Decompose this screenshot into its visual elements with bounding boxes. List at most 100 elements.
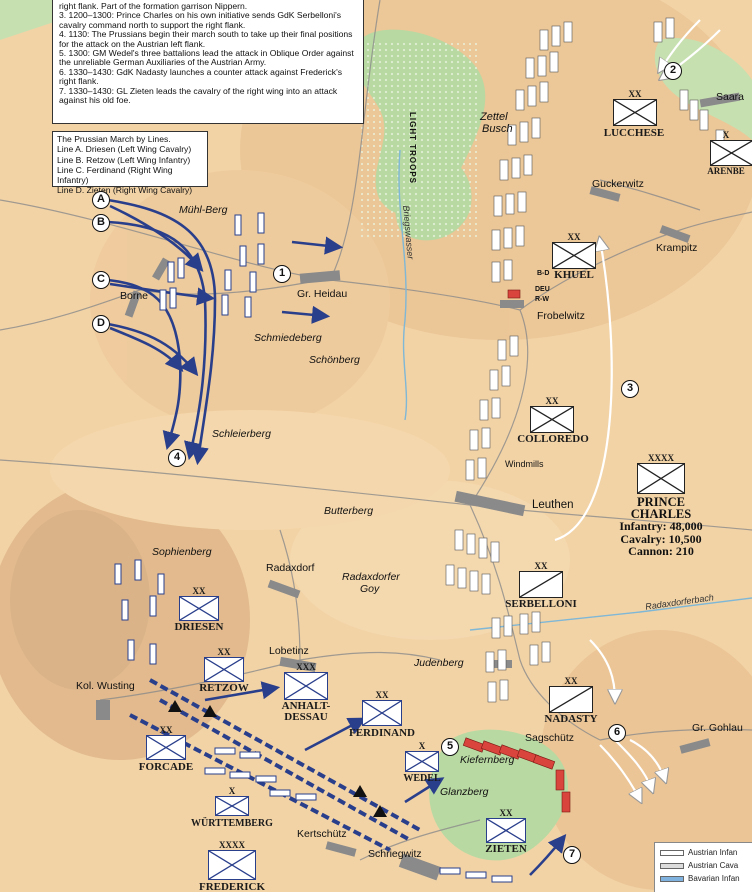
legend-label: Austrian Infan <box>688 848 738 857</box>
villages <box>96 92 741 881</box>
note-line: 6. 1330–1430: GdK Nadasty launches a cou… <box>59 66 343 77</box>
event-marker-4: 4 <box>168 449 186 467</box>
march-lines-title: The Prussian March by Lines. <box>57 134 171 144</box>
unit-symbol-anhalt <box>284 672 328 700</box>
place-sophienberg: Sophienberg <box>152 546 212 558</box>
prince-cannon: Cannon: 210 <box>628 544 694 558</box>
event-marker-1: 1 <box>273 265 291 283</box>
place-krampitz: Krampitz <box>656 242 698 254</box>
label-deu: DEU <box>535 286 550 293</box>
place-goy: Goy <box>360 583 380 595</box>
note-line: the unreliable German Auxiliaries of the… <box>59 57 267 68</box>
place-windmills: Windmills <box>505 459 544 469</box>
note-line: right flank. Part of the formation garri… <box>59 1 248 11</box>
austrian-arrows <box>554 19 721 800</box>
place-judenberg: Judenberg <box>414 657 464 669</box>
place-muhlberg: Mühl-Berg <box>179 204 228 216</box>
place-kertschutz: Kertschütz <box>297 828 347 840</box>
place-zettel: Zettel <box>480 111 508 123</box>
command-frederick: FREDERICK <box>198 881 266 892</box>
echelon-ferdinand: XX <box>375 690 389 700</box>
command-forcade: FORCADE <box>138 761 194 773</box>
legend-item: Austrian Infan <box>660 846 752 859</box>
map-legend: Austrian Infan Austrian Cava Bavarian In… <box>654 842 752 892</box>
prince-name-1: PRINCE <box>637 495 685 509</box>
place-borne: Borne <box>120 290 149 302</box>
label-light-troops: LIGHT TROOPS <box>408 112 417 184</box>
prince-cavalry: Cavalry: 10,500 <box>620 531 702 546</box>
unit-symbol-nadasty <box>549 686 593 713</box>
note-line: 5. 1300: GM Wedel's three battalions lea… <box>59 48 354 59</box>
place-guckerwitz: Guckerwitz <box>592 178 644 190</box>
unit-symbol-frederick <box>208 850 256 880</box>
echelon-forcade: XX <box>159 725 173 735</box>
unit-symbol-wurttemberg <box>215 796 249 816</box>
command-driesen: DRIESEN <box>174 621 224 633</box>
place-kiefernberg: Kiefernberg <box>460 754 515 766</box>
command-retzow: RETZOW <box>199 682 249 694</box>
note-line: against his old foe. <box>59 95 131 106</box>
austrian-line-units <box>445 17 725 703</box>
place-radaxdorfer: Radaxdorfer <box>342 571 400 583</box>
legend-label: Bavarian Infan <box>688 874 740 883</box>
place-schmiedeberg: Schmiedeberg <box>254 332 322 344</box>
place-leuthen: Leuthen <box>532 499 574 511</box>
place-radaxdorf: Radaxdorf <box>266 562 315 574</box>
battle-notes: right flank. Part of the formation garri… <box>52 0 364 124</box>
event-marker-6: 6 <box>608 724 626 742</box>
unit-symbol-forcade <box>146 735 186 760</box>
march-line-item: Line A. Driesen (Left Wing Cavalry) <box>57 144 192 155</box>
place-schriegwitz: Schriegwitz <box>368 848 422 860</box>
rivers <box>398 149 752 631</box>
place-lobetinz: Lobetinz <box>269 645 309 657</box>
command-khuel: KHUEL <box>554 269 594 281</box>
line-marker-d: D <box>92 315 110 333</box>
echelon-wedel: X <box>418 741 426 751</box>
echelon-colloredo: XX <box>545 396 559 406</box>
unit-symbol-serbelloni <box>519 571 563 598</box>
command-wedel: WEDEL <box>403 773 441 784</box>
label-rw: R-W <box>535 296 549 303</box>
note-line: 3. 1200–1300: Prince Charles on his own … <box>59 10 342 21</box>
note-line: cavalry command north to support the rig… <box>59 19 246 30</box>
place-schonberg: Schönberg <box>309 354 360 366</box>
legend-swatch <box>660 862 684 869</box>
echelon-wurttemberg: X <box>228 786 236 796</box>
note-line: 7. 1330–1430: GL Zieten leads the cavalr… <box>59 85 338 96</box>
echelon-lucchese: XX <box>628 89 642 99</box>
event-marker-5: 5 <box>441 738 459 756</box>
place-sagschutz: Sagschütz <box>525 732 575 744</box>
march-line-item: Line D. Zieten (Right Wing Cavalry) <box>57 185 193 196</box>
echelon-prince-charles: XXXX <box>648 453 674 463</box>
forests <box>0 0 752 861</box>
place-glanzberg: Glanzberg <box>440 786 489 798</box>
unit-symbol-retzow <box>204 657 244 682</box>
command-anhalt-1: ANHALT- <box>281 700 331 712</box>
command-colloredo: COLLOREDO <box>517 433 589 445</box>
echelon-anhalt: XXX <box>296 662 316 672</box>
echelon-driesen: XX <box>192 586 206 596</box>
echelon-khuel: XX <box>567 232 581 242</box>
unit-symbol-lucchese <box>613 99 657 126</box>
prince-name-2: CHARLES <box>630 507 692 521</box>
command-serbelloni: SERBELLONI <box>505 598 577 610</box>
place-frobelwitz: Frobelwitz <box>537 310 585 322</box>
event-marker-2: 2 <box>664 62 682 80</box>
place-busch: Busch <box>482 123 513 135</box>
echelon-retzow: XX <box>217 647 231 657</box>
place-kol-wusting: Kol. Wusting <box>76 680 135 692</box>
place-schleierberg: Schleierberg <box>212 428 271 440</box>
march-lines-key: The Prussian March by Lines. Line A. Dri… <box>52 131 208 195</box>
legend-item: Austrian Cava <box>660 859 752 872</box>
command-zieten: ZIETEN <box>485 843 527 855</box>
unit-symbol-zieten <box>486 818 526 843</box>
place-gr-gohlau: Gr. Gohlau <box>692 722 743 734</box>
echelon-arenberg: X <box>722 130 730 140</box>
echelon-serbelloni: XX <box>534 561 548 571</box>
unit-symbol-ferdinand <box>362 700 402 726</box>
unit-symbol-khuel <box>552 242 596 269</box>
prince-infantry: Infantry: 48,000 <box>619 519 703 533</box>
batteries <box>168 700 387 817</box>
command-nadasty: NADASTY <box>544 713 598 725</box>
german-auxiliaries <box>462 289 571 813</box>
